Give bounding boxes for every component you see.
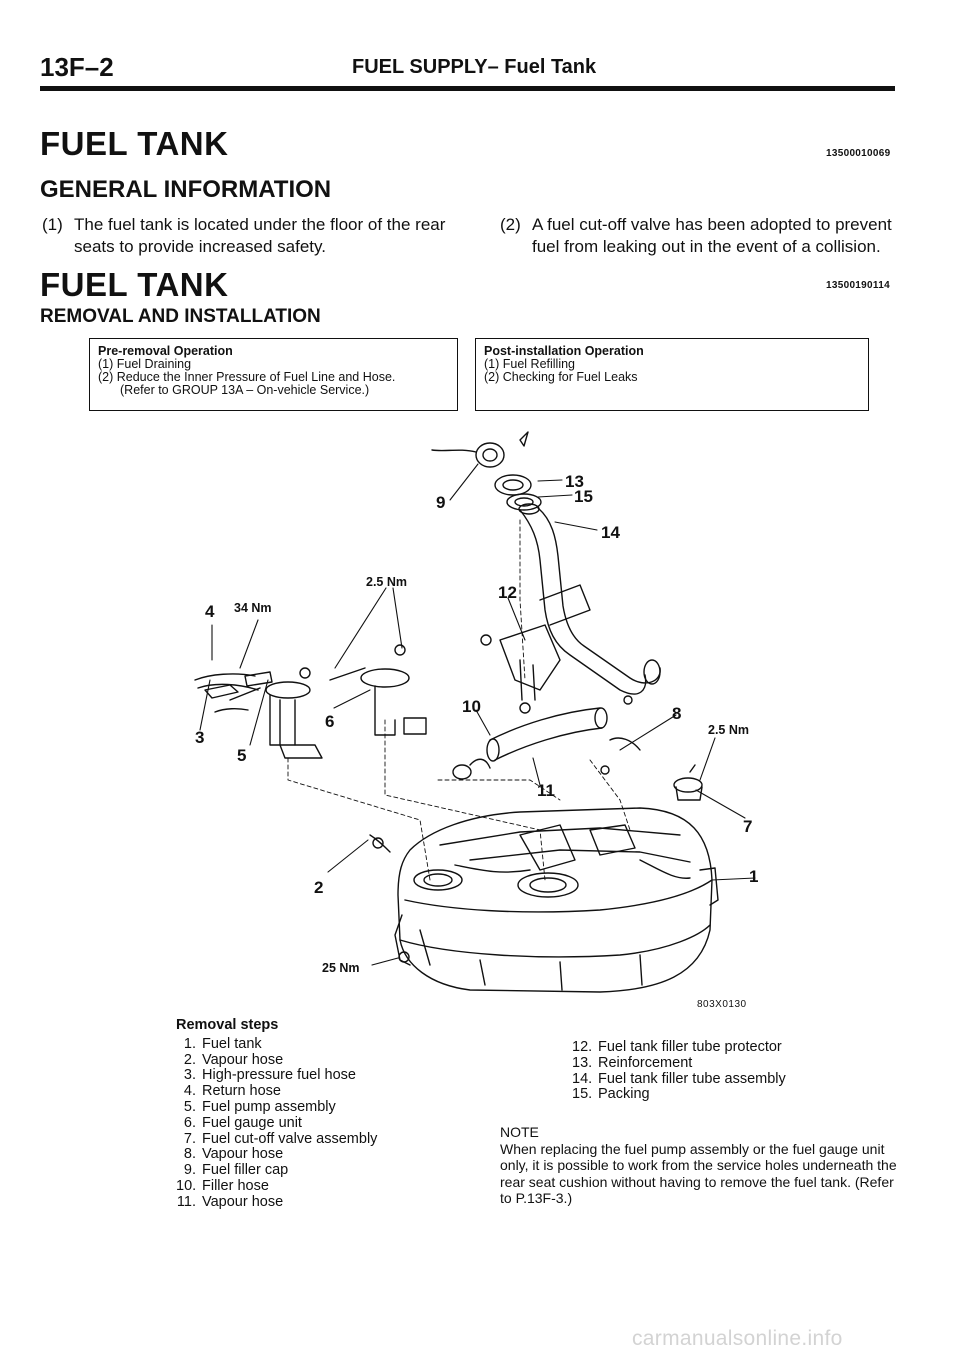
reinforcement-ring bbox=[494, 474, 532, 496]
vapour-hose-2 bbox=[369, 834, 391, 853]
post-installation-item: (1) Fuel Refilling bbox=[484, 357, 576, 371]
item-number: (2) bbox=[500, 215, 521, 234]
callout-2: 2 bbox=[314, 878, 323, 897]
removal-steps-title: Removal steps bbox=[176, 1017, 279, 1033]
callout-4: 4 bbox=[205, 602, 215, 621]
list-item: 5.Fuel pump assembly bbox=[183, 1098, 336, 1115]
pre-removal-box: Pre-removal Operation (1) Fuel Draining … bbox=[89, 338, 458, 411]
callout-1: 1 bbox=[749, 867, 758, 886]
list-item: 13.Reinforcement bbox=[572, 1054, 693, 1071]
filler-hose bbox=[486, 707, 608, 762]
item-number: (1) bbox=[42, 215, 63, 234]
list-item: 12.Fuel tank filler tube protector bbox=[572, 1039, 782, 1055]
note-block: NOTE When replacing the fuel pump assemb… bbox=[500, 1124, 898, 1207]
assembly-guide-lines bbox=[287, 519, 631, 881]
list-item: 7.Fuel cut-off valve assembly bbox=[183, 1130, 378, 1147]
callout-leaders bbox=[199, 463, 756, 966]
note-label: NOTE bbox=[500, 1124, 539, 1140]
item-text: A fuel cut-off valve has been adopted to… bbox=[532, 215, 892, 256]
callout-14: 14 bbox=[601, 523, 620, 542]
list-item: 8.Vapour hose bbox=[183, 1146, 284, 1163]
removal-steps-left: Removal steps 1.Fuel tank 2.Vapour hose … bbox=[176, 1017, 476, 1211]
general-info-item-1: (1) The fuel tank is located under the f… bbox=[42, 214, 472, 264]
callout-11: 11 bbox=[537, 781, 555, 800]
removal-steps-right: 12.Fuel tank filler tube protector 13.Re… bbox=[572, 1039, 902, 1103]
callout-7: 7 bbox=[743, 817, 752, 836]
list-item: 11.Vapour hose bbox=[176, 1193, 284, 1210]
fuel-tank-exploded-diagram: 1 2 3 4 5 6 7 8 9 10 11 12 13 14 15 34 N… bbox=[194, 431, 758, 1010]
item-text: The fuel tank is located under the floor… bbox=[74, 215, 446, 256]
note-text: When replacing the fuel pump assembly or… bbox=[500, 1140, 897, 1207]
torque-25nm: 25 Nm bbox=[322, 961, 360, 975]
callout-3: 3 bbox=[195, 728, 204, 747]
section-code: 13500010069 bbox=[826, 148, 891, 159]
post-installation-title: Post-installation Operation bbox=[484, 344, 644, 358]
header-rule bbox=[40, 86, 895, 91]
general-info-heading: GENERAL INFORMATION bbox=[40, 176, 332, 203]
subsection-title: FUEL TANK bbox=[40, 266, 229, 303]
pre-removal-item: (1) Fuel Draining bbox=[98, 357, 192, 371]
fuel-cut-off-valve bbox=[600, 764, 703, 801]
bolt bbox=[398, 951, 410, 963]
list-item: 10.Filler hose bbox=[176, 1177, 269, 1194]
removal-installation-heading: REMOVAL AND INSTALLATION bbox=[40, 306, 321, 327]
list-item: 14.Fuel tank filler tube assembly bbox=[572, 1070, 786, 1087]
list-item: 15.Packing bbox=[572, 1086, 650, 1103]
callout-9: 9 bbox=[436, 493, 445, 512]
return-hose bbox=[194, 673, 256, 681]
callout-8: 8 bbox=[672, 704, 681, 723]
callout-5: 5 bbox=[237, 746, 246, 765]
list-item: 2.Vapour hose bbox=[183, 1051, 284, 1068]
section-title: FUEL TANK bbox=[40, 125, 229, 162]
callout-6: 6 bbox=[325, 712, 334, 731]
callout-10: 10 bbox=[462, 697, 481, 716]
list-item: 9.Fuel filler cap bbox=[183, 1162, 289, 1179]
fuel-gauge-unit bbox=[299, 644, 427, 736]
page-header-title: FUEL SUPPLY– Fuel Tank bbox=[352, 56, 597, 78]
packing-ring bbox=[506, 493, 542, 511]
vapour-hose bbox=[469, 758, 491, 769]
torque-2-5nm-valve: 2.5 Nm bbox=[708, 723, 749, 737]
general-info-item-2: (2) A fuel cut-off valve has been adopte… bbox=[500, 214, 900, 264]
torque-2-5nm-gauge: 2.5 Nm bbox=[366, 575, 407, 589]
torque-34nm: 34 Nm bbox=[234, 601, 272, 615]
filler-tube-protector bbox=[499, 624, 561, 691]
watermark: carmanualsonline.info bbox=[632, 1327, 843, 1350]
filler-cap bbox=[431, 431, 529, 468]
pre-removal-title: Pre-removal Operation bbox=[98, 344, 233, 358]
pre-removal-item: (Refer to GROUP 13A – On-vehicle Service… bbox=[120, 383, 370, 397]
fuel-tank bbox=[394, 807, 719, 993]
callout-15: 15 bbox=[574, 487, 593, 506]
filler-tube bbox=[518, 503, 661, 701]
list-item: 3.High-pressure fuel hose bbox=[183, 1067, 356, 1084]
figure-code: 803X0130 bbox=[697, 999, 747, 1010]
list-item: 4.Return hose bbox=[183, 1083, 281, 1100]
page-number: 13F–2 bbox=[40, 52, 114, 82]
callout-12: 12 bbox=[498, 583, 517, 602]
vapour-hose-8 bbox=[609, 737, 641, 751]
pre-removal-item: (2) Reduce the Inner Pressure of Fuel Li… bbox=[98, 370, 396, 384]
post-installation-item: (2) Checking for Fuel Leaks bbox=[484, 370, 638, 384]
post-installation-box: Post-installation Operation (1) Fuel Ref… bbox=[475, 338, 869, 411]
high-pressure-hose bbox=[214, 707, 249, 713]
fuel-pump-assembly bbox=[204, 671, 323, 759]
list-item: 1.Fuel tank bbox=[183, 1035, 262, 1052]
subsection-code: 13500190114 bbox=[826, 280, 890, 291]
list-item: 6.Fuel gauge unit bbox=[183, 1114, 302, 1131]
callout-13: 13 bbox=[565, 472, 584, 491]
